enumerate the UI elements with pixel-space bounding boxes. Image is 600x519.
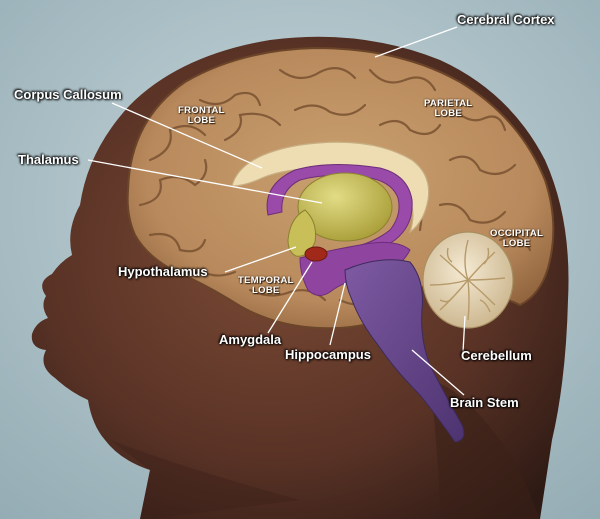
label-thalamus: Thalamus bbox=[18, 152, 79, 167]
parietal-lobe-line-2: LOBE bbox=[434, 107, 463, 119]
frontal-lobe-line-2: LOBE bbox=[187, 114, 216, 126]
amygdala-shape bbox=[304, 246, 328, 262]
label-cerebellum: Cerebellum bbox=[461, 348, 532, 363]
label-brain-stem: Brain Stem bbox=[450, 395, 519, 410]
occipital-lobe-line-1: OCCIPITAL bbox=[490, 228, 544, 239]
neck-shadow bbox=[430, 380, 540, 519]
leader-lines bbox=[87, 26, 466, 396]
leader-brain-stem bbox=[411, 349, 465, 396]
jaw-shadow bbox=[110, 440, 300, 519]
label-temporal-lobe: TEMPORAL LOBE bbox=[238, 276, 294, 296]
leader-hippocampus bbox=[329, 282, 346, 346]
label-frontal-lobe: FRONTAL LOBE bbox=[178, 106, 225, 126]
temporal-lobe-line-2: LOBE bbox=[252, 284, 280, 296]
label-hypothalamus: Hypothalamus bbox=[118, 264, 208, 279]
label-cerebral-cortex: Cerebral Cortex bbox=[457, 12, 555, 27]
leader-thalamus bbox=[87, 159, 323, 204]
label-corpus-callosum: Corpus Callosum bbox=[14, 87, 122, 102]
leader-amygdala bbox=[267, 261, 313, 334]
label-parietal-lobe: PARIETAL LOBE bbox=[424, 99, 473, 119]
label-occipital-lobe: OCCIPITAL LOBE bbox=[490, 229, 543, 249]
hypothalamus-shape bbox=[287, 209, 316, 257]
leader-cerebellum bbox=[462, 315, 466, 353]
leader-hypothalamus bbox=[224, 246, 297, 273]
leader-corpus-callosum bbox=[111, 102, 263, 169]
parietal-lobe-line-1: PARIETAL bbox=[424, 98, 473, 109]
leader-cerebral-cortex bbox=[374, 26, 458, 58]
temporal-lobe-line-1: TEMPORAL bbox=[238, 275, 294, 286]
brain-stem-shape bbox=[344, 259, 465, 443]
cerebellum-shape bbox=[422, 231, 514, 329]
label-amygdala: Amygdala bbox=[219, 332, 282, 347]
thalamus-shape bbox=[297, 172, 393, 242]
corpus-callosum-shape bbox=[231, 141, 430, 234]
occipital-lobe-line-2: LOBE bbox=[502, 237, 531, 249]
frontal-lobe-line-1: FRONTAL bbox=[178, 105, 225, 116]
cortex-folds bbox=[138, 67, 532, 306]
label-hippocampus: Hippocampus bbox=[285, 347, 371, 362]
